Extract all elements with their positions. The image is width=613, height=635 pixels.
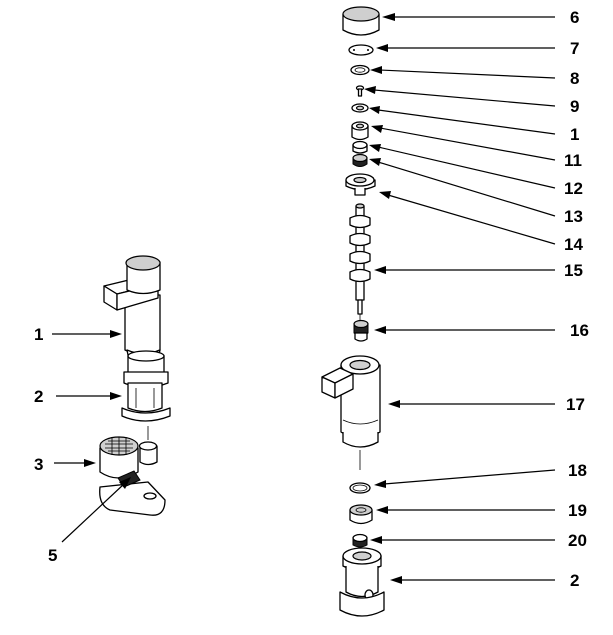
right-part-20-seal xyxy=(352,533,368,548)
right-part-8-ring xyxy=(350,64,370,76)
label-left-1: 1 xyxy=(34,325,43,344)
right-part-14-flange xyxy=(345,173,376,196)
label-right-11: 11 xyxy=(564,151,582,170)
label-right-20: 20 xyxy=(568,531,587,550)
right-part-1-washer xyxy=(351,103,369,113)
label-right-14: 14 xyxy=(564,235,583,254)
label-right-15: 15 xyxy=(564,261,583,280)
label-right-1: 1 xyxy=(570,125,579,144)
right-part-18-oring xyxy=(349,482,371,494)
label-right-13: 13 xyxy=(564,207,583,226)
label-left-5: 5 xyxy=(48,546,57,565)
right-part-7-plate xyxy=(348,44,374,56)
label-right-16: 16 xyxy=(570,321,589,340)
right-part-11-nut xyxy=(351,121,369,141)
right-part-15-spindle xyxy=(349,203,371,320)
left-assembly: 1 2 3 5 xyxy=(34,255,171,565)
left-leader-lines xyxy=(52,330,131,543)
label-right-17: 17 xyxy=(566,395,585,414)
label-right-2: 2 xyxy=(570,571,579,590)
right-part-13-seal xyxy=(352,153,368,167)
right-assembly: 6 7 8 9 1 11 12 13 14 15 16 17 18 19 20 … xyxy=(321,6,589,617)
left-part-1-valve-body xyxy=(103,255,161,364)
right-part-16-insert xyxy=(353,319,369,342)
right-part-12-bushing xyxy=(352,140,368,154)
left-part-5-coupling xyxy=(138,426,158,466)
right-part-6-cap xyxy=(342,6,380,36)
label-right-18: 18 xyxy=(568,461,587,480)
right-part-19-bushing xyxy=(349,504,373,525)
label-right-19: 19 xyxy=(568,501,587,520)
right-part-2-housing xyxy=(339,547,385,617)
left-part-2-housing xyxy=(121,350,171,422)
label-right-9: 9 xyxy=(570,97,579,116)
label-right-8: 8 xyxy=(570,69,579,88)
right-part-9-screw xyxy=(355,85,365,97)
label-right-12: 12 xyxy=(564,179,583,198)
right-part-17-body xyxy=(321,355,381,470)
label-left-2: 2 xyxy=(34,387,43,406)
label-right-6: 6 xyxy=(570,8,579,27)
label-left-3: 3 xyxy=(34,455,43,474)
label-right-7: 7 xyxy=(570,39,579,58)
right-leader-lines xyxy=(364,13,556,584)
